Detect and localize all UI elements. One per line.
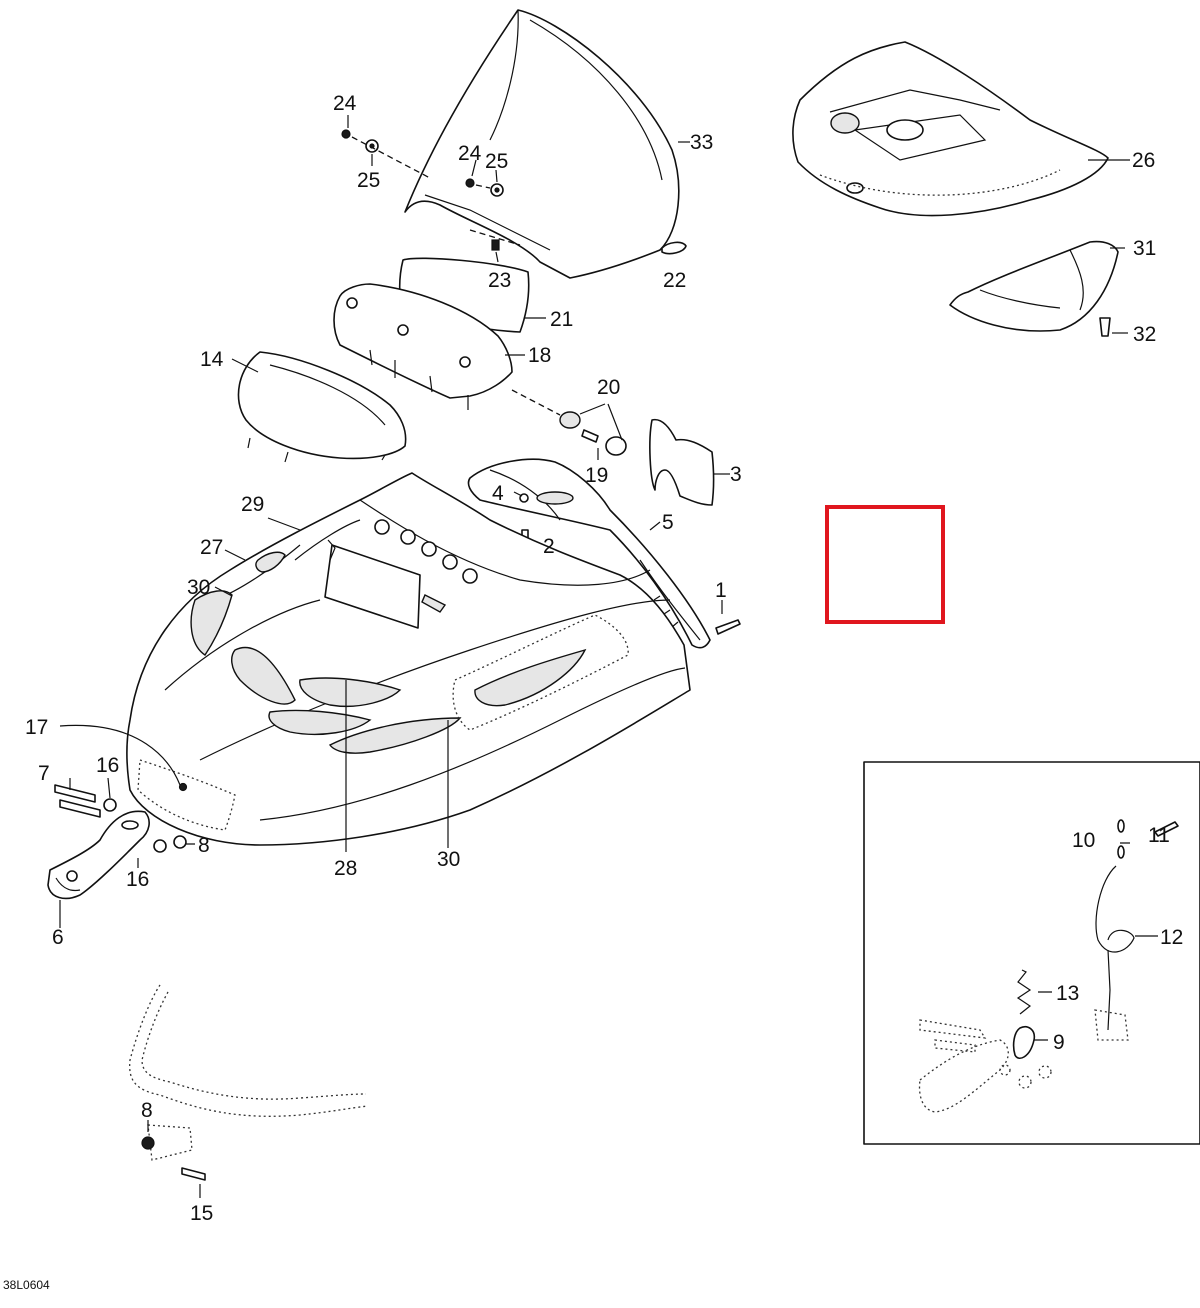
callout-23: 23 bbox=[488, 269, 511, 292]
callout-3: 3 bbox=[730, 463, 742, 486]
hood bbox=[126, 472, 691, 846]
grommets-and-bracket bbox=[559, 403, 730, 506]
callout-13: 13 bbox=[1056, 982, 1079, 1005]
callout-29: 29 bbox=[241, 493, 264, 516]
leader-lines bbox=[59, 491, 523, 852]
callout-25a: 25 bbox=[357, 169, 380, 192]
callout-26: 26 bbox=[1132, 149, 1155, 172]
callouts: 24 25 24 25 33 23 22 26 31 32 21 18 14 2… bbox=[3, 92, 1183, 1292]
highlight-box bbox=[825, 505, 945, 624]
callout-30a: 30 bbox=[187, 576, 210, 599]
top-panel bbox=[792, 41, 1130, 217]
callout-16b: 16 bbox=[126, 868, 149, 891]
inset-detail bbox=[863, 761, 1200, 1145]
callout-11: 11 bbox=[1148, 824, 1170, 847]
rivet-1 bbox=[715, 600, 741, 635]
callout-22: 22 bbox=[663, 269, 686, 292]
callout-25b: 25 bbox=[485, 150, 508, 173]
callout-1: 1 bbox=[715, 579, 727, 602]
callout-20: 20 bbox=[597, 376, 620, 399]
callout-33: 33 bbox=[690, 131, 713, 154]
callout-8b: 8 bbox=[141, 1099, 153, 1122]
callout-19: 19 bbox=[585, 464, 608, 487]
callout-21: 21 bbox=[550, 308, 573, 331]
instrument-cowl bbox=[231, 351, 407, 463]
callout-30b: 30 bbox=[437, 848, 460, 871]
callout-24a: 24 bbox=[333, 92, 357, 115]
callout-15: 15 bbox=[190, 1202, 213, 1225]
windshield-fasteners bbox=[341, 115, 687, 263]
callout-16a: 16 bbox=[96, 754, 119, 777]
callout-10: 10 bbox=[1072, 829, 1095, 852]
callout-5: 5 bbox=[662, 511, 674, 534]
callout-24b: 24 bbox=[458, 142, 482, 165]
callout-7: 7 bbox=[38, 762, 50, 785]
callout-18: 18 bbox=[528, 344, 551, 367]
windshield bbox=[404, 9, 690, 279]
callout-14: 14 bbox=[200, 348, 224, 371]
callout-2: 2 bbox=[543, 535, 555, 558]
callout-31: 31 bbox=[1133, 237, 1156, 260]
callout-4: 4 bbox=[492, 482, 504, 505]
callout-12: 12 bbox=[1160, 926, 1183, 949]
diagram-reference-code: 38L0604 bbox=[3, 1278, 50, 1292]
callout-27: 27 bbox=[200, 536, 223, 559]
callout-28: 28 bbox=[334, 857, 357, 880]
front-bracket bbox=[47, 777, 195, 928]
callout-17: 17 bbox=[25, 716, 48, 739]
callout-9: 9 bbox=[1053, 1031, 1065, 1054]
front-bumper bbox=[129, 984, 369, 1198]
deflector bbox=[949, 240, 1128, 337]
callout-32: 32 bbox=[1133, 323, 1156, 346]
callout-8a: 8 bbox=[198, 834, 210, 857]
console-housing bbox=[333, 283, 561, 416]
callout-6: 6 bbox=[52, 926, 64, 949]
